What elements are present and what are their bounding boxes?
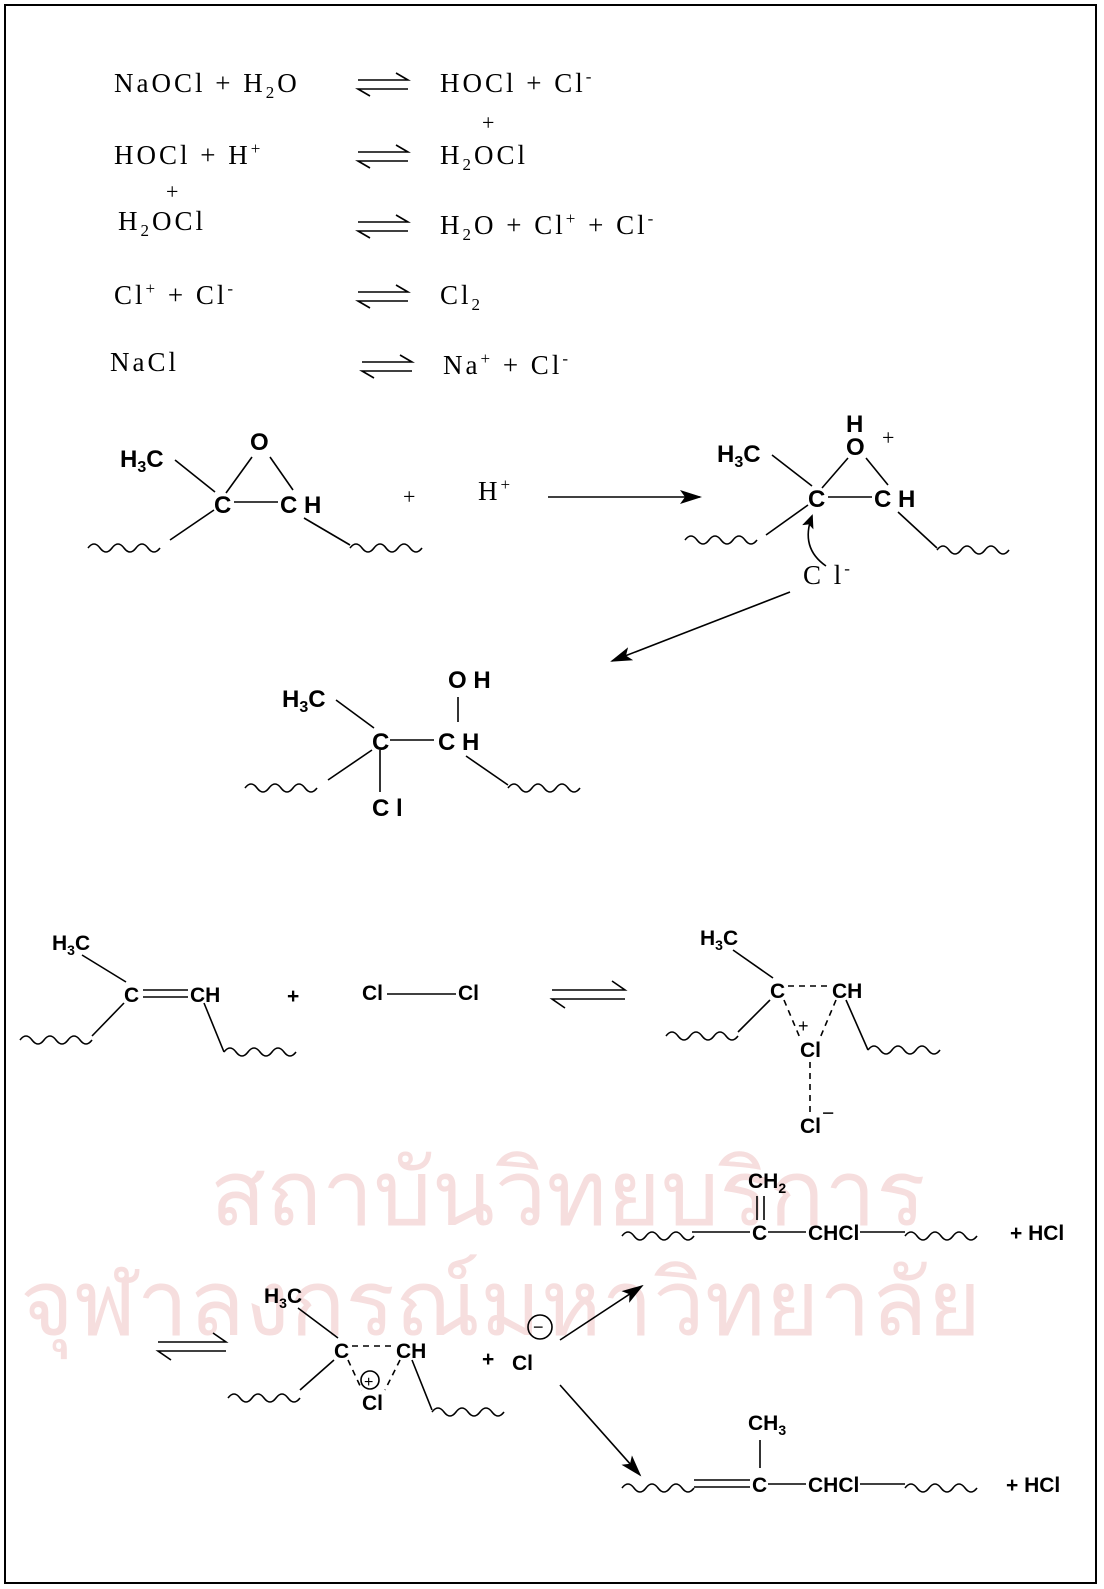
free-chloride-label: Cl [512, 1352, 533, 1375]
eq3-left: H2OCl [118, 206, 206, 240]
scheme4-product-bottom-endo: CH3 C CHCl + HCl [621, 1412, 1060, 1497]
eq1-right: HOCl + Cl- [440, 67, 594, 98]
path-to-endo-product-arrow [559, 1384, 642, 1477]
scheme1-plus: + [403, 484, 418, 509]
scheme1-epoxide-reactant: H3C O C C H [87, 429, 423, 553]
eq2-right: H2OCl [440, 140, 528, 174]
eq2-right-charge: + [482, 110, 497, 135]
reactant-oxygen-label: O [250, 429, 269, 456]
eq4-equilibrium-arrows [355, 284, 411, 309]
top-plus-hcl: + HCl [1010, 1222, 1064, 1245]
alkene-ch-label: CH [190, 984, 220, 1007]
eq5-equilibrium-arrows [359, 354, 415, 379]
complex-ch-label: CH [832, 980, 862, 1003]
scheme1-protonated-epoxide: H3C H O + C C H C l- [684, 411, 1010, 590]
eq2-equilibrium-arrows [355, 144, 411, 169]
polymer-chain-right-wave [349, 543, 423, 553]
complex-positive-charge: + [798, 1016, 809, 1036]
chloride-charge-symbol: − [533, 1317, 544, 1337]
alkene-h3c-label: H3C [52, 932, 90, 958]
complex-bridging-cl: Cl [800, 1039, 821, 1062]
product-chain-left-wave [684, 535, 758, 545]
watermark: สถาบันวิทยบริการ จุฬาลงกรณ์มหาวิทยาลัย [20, 1140, 981, 1360]
cation-bridging-cl: Cl [362, 1392, 383, 1415]
chlorine-atom-right: Cl [458, 982, 479, 1005]
figure-frame [4, 4, 1097, 1584]
eq4-right: Cl2 [440, 280, 483, 314]
scheme4-plus: + [482, 1348, 494, 1371]
watermark-line-2: จุฬาลงกรณ์มหาวิทยาลัย [20, 1250, 981, 1360]
circled-plus-charge [360, 1370, 380, 1390]
watermark-line-1: สถาบันวิทยบริการ [210, 1140, 926, 1247]
circled-minus-charge [527, 1314, 553, 1340]
bottom-chcl-label: CHCl [808, 1474, 859, 1497]
scheme3-plus: + [287, 985, 299, 1008]
scheme4-chloronium-cation: H3C C CH + Cl [227, 1285, 505, 1417]
alkene-carbon-label: C [124, 984, 139, 1007]
cation-charge-symbol: + [364, 1374, 373, 1391]
chloride-nucleophile-label: C l- [803, 559, 853, 590]
scheme4-product-top-exomethylene: CH2 C CHCl + HCl [621, 1170, 1064, 1245]
scheme3-equilibrium-arrows [549, 980, 628, 1009]
eq3-equilibrium-arrows [355, 214, 411, 239]
polymer-chain-left-wave [87, 543, 161, 553]
nucleophilic-attack-arrow [802, 514, 827, 567]
bottom-ch3-label: CH3 [748, 1412, 786, 1438]
product-chain-right-wave [936, 545, 1010, 555]
cation-h3c-label: H3C [264, 1285, 302, 1311]
eq5-left: NaCl [110, 347, 179, 377]
equilibria-block: NaOCl + H2O HOCl + Cl- HOCl + H+ + H2OCl… [110, 67, 656, 380]
path-to-exo-product-arrow [559, 1284, 644, 1341]
product-h3c-label: H3C [717, 441, 761, 471]
product-hydrogen-label: H [846, 411, 863, 438]
scheme2-chlorohydrin: H3C O H C C H C l [244, 667, 581, 822]
chlorine-atom-left: Cl [362, 982, 383, 1005]
scheme4-equilibrium-arrows [155, 1332, 229, 1361]
chlorohydrin-carbon-label: C [372, 729, 389, 756]
product-ch-label: C H [874, 486, 915, 513]
chlorohydrin-oh-label: O H [448, 667, 491, 694]
bottom-plus-hcl: + HCl [1006, 1474, 1060, 1497]
product-oxygen-label: O [846, 434, 865, 461]
scheme3-chloronium-complex: H3C C CH + Cl Cl − [665, 927, 941, 1138]
eq1-left: NaOCl + H2O [114, 68, 300, 102]
scheme3-alkene-reactant: H3C C CH [19, 932, 297, 1057]
complex-leaving-cl: Cl [800, 1115, 821, 1138]
eq4-left: Cl+ + Cl- [114, 279, 236, 310]
proton-label: H+ [478, 475, 513, 506]
bottom-carbon-label: C [752, 1474, 767, 1497]
cation-carbon-label: C [334, 1340, 349, 1363]
complex-negative-charge: − [822, 1102, 834, 1125]
top-ch2-label: CH2 [748, 1170, 786, 1196]
cation-ch-label: CH [396, 1340, 426, 1363]
reactant-h3c-label: H3C [120, 446, 164, 476]
product-carbon-label: C [808, 486, 825, 513]
complex-h3c-label: H3C [700, 927, 738, 953]
eq3-right: H2O + Cl+ + Cl- [440, 209, 656, 244]
top-chcl-label: CHCl [808, 1222, 859, 1245]
eq1-equilibrium-arrows [355, 72, 411, 97]
reactant-ch-label: C H [280, 492, 321, 519]
top-carbon-label: C [752, 1222, 767, 1245]
chlorohydrin-h3c-label: H3C [282, 686, 326, 716]
eq2-left: HOCl + H+ [114, 139, 263, 170]
eq3-left-charge: + [166, 179, 181, 204]
complex-carbon-label: C [770, 980, 785, 1003]
eq5-right: Na+ + Cl- [443, 349, 571, 380]
chlorohydrin-cl-label: C l [372, 795, 403, 822]
ring-opening-arrow [610, 591, 791, 662]
chlorohydrin-ch-label: C H [438, 729, 479, 756]
reactant-carbon-label: C [214, 492, 231, 519]
product-oxonium-charge: + [882, 425, 897, 450]
